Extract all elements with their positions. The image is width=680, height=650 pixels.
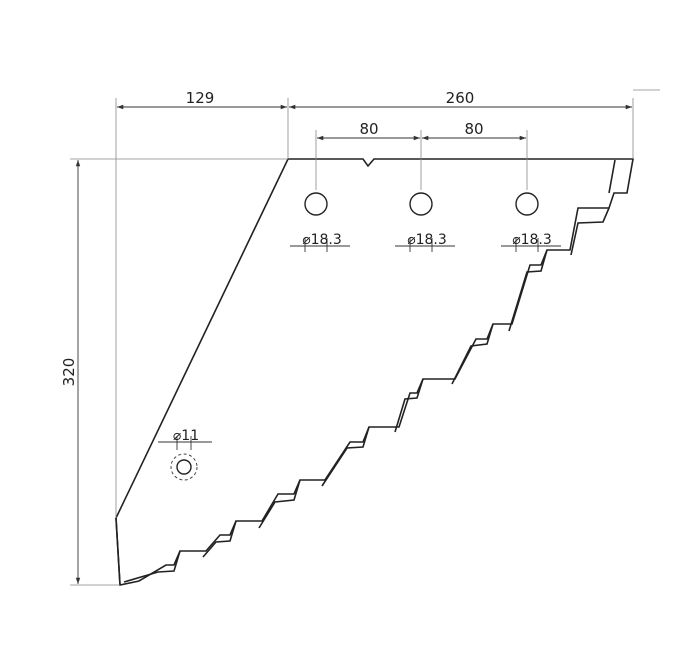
small-hole-group: ⌀11: [158, 428, 212, 481]
dim-label-320: 320: [60, 358, 78, 387]
mounting-hole-3: [515, 192, 539, 216]
extension-lines: [70, 89, 660, 586]
blade-outline: [115, 158, 634, 586]
small-hole-label: ⌀11: [173, 428, 199, 444]
dim-label-129: 129: [186, 89, 215, 107]
mounting-hole-1: [304, 192, 328, 216]
mounting-holes: ⌀18.3 ⌀18.3 ⌀18.3: [290, 192, 561, 252]
hole-label-1: ⌀18.3: [302, 232, 342, 248]
dimension-lines: [75, 104, 632, 584]
small-hole-counterbore: [170, 453, 198, 481]
dim-label-260: 260: [446, 89, 475, 107]
mounting-hole-2: [409, 192, 433, 216]
hole-label-2: ⌀18.3: [407, 232, 447, 248]
dimension-labels: 129 260 80 80 320: [60, 89, 484, 386]
hole-label-3: ⌀18.3: [512, 232, 552, 248]
small-hole: [176, 459, 192, 475]
dim-label-80b: 80: [464, 120, 483, 138]
dim-label-80a: 80: [359, 120, 378, 138]
